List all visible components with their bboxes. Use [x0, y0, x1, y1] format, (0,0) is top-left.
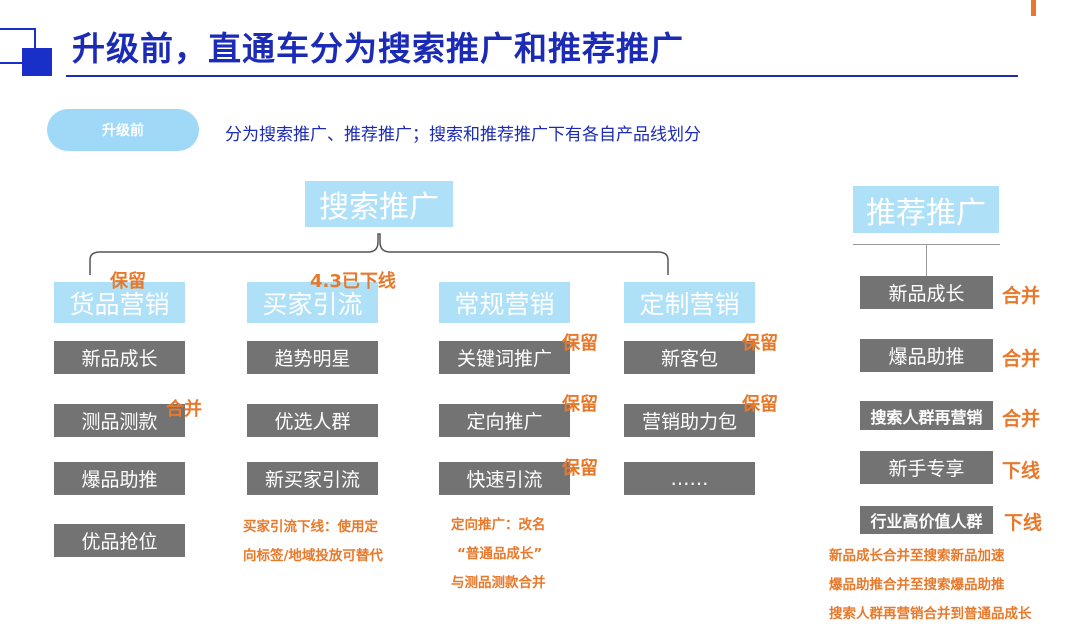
note-buyer-traffic-2: 向标签/地域投放可替代 [243, 548, 383, 564]
tag-keep: 保留 [562, 394, 598, 415]
item-quality-product-position: 优品抢位 [54, 524, 185, 557]
recommend-promotion-title: 推荐推广 [853, 186, 999, 233]
tag-offline: 下线 [1002, 460, 1041, 482]
note-targeted-3: 与测品测款合并 [451, 575, 546, 591]
item-trend-star: 趋势明星 [247, 341, 378, 374]
tag-merge: 合并 [1002, 408, 1041, 430]
corner-square-fill [22, 48, 52, 76]
stage-badge: 升级前 [47, 109, 199, 151]
corner-square-outline [0, 28, 36, 64]
note-targeted-2: “普通品成长” [457, 546, 543, 562]
tag-merge: 合并 [1002, 285, 1041, 307]
tag-keep: 保留 [742, 333, 778, 354]
tag-keep: 保留 [110, 271, 146, 292]
note-targeted-1: 定向推广：改名 [451, 517, 546, 533]
category-buyer-traffic: 买家引流 [247, 282, 378, 323]
rec-item-industry-high-value: 行业高价值人群 [860, 506, 993, 534]
item-new-buyer-traffic: 新买家引流 [247, 462, 378, 495]
item-hot-product-boost: 爆品助推 [54, 462, 185, 495]
category-goods-marketing: 货品营销 [54, 282, 185, 323]
tag-keep: 保留 [742, 394, 778, 415]
category-regular-marketing: 常规营销 [439, 282, 570, 323]
page-title: 升级前，直通车分为搜索推广和推荐推广 [72, 29, 684, 68]
subtitle: 分为搜索推广、推荐推广；搜索和推荐推广下有各自产品线划分 [225, 125, 701, 145]
tag-keep: 保留 [562, 333, 598, 354]
item-new-product-growth: 新品成长 [54, 341, 185, 374]
rec-note-3: 搜索人群再营销合并到普通品成长 [829, 606, 1032, 622]
item-quick-traffic: 快速引流 [439, 462, 570, 495]
tag-offline: 4.3已下线 [310, 271, 396, 292]
rec-item-new-product-growth: 新品成长 [860, 276, 993, 309]
rec-item-search-retargeting: 搜索人群再营销 [860, 401, 993, 430]
tag-merge: 合并 [166, 399, 202, 420]
tag-offline: 下线 [1004, 512, 1043, 534]
category-custom-marketing: 定制营销 [624, 282, 755, 323]
rec-item-newbie-exclusive: 新手专享 [860, 451, 993, 484]
recommend-connector [926, 244, 927, 276]
item-marketing-boost-pack: 营销助力包 [624, 404, 755, 437]
accent-bar [1031, 0, 1036, 16]
item-keyword-promotion: 关键词推广 [439, 341, 570, 374]
title-rule [66, 75, 1018, 77]
rec-note-2: 爆品助推合并至搜索爆品助推 [829, 577, 1005, 593]
rec-note-1: 新品成长合并至搜索新品加速 [829, 548, 1005, 564]
rec-item-hot-product-boost: 爆品助推 [860, 339, 993, 372]
item-targeted-promotion: 定向推广 [439, 404, 570, 437]
item-more: …… [624, 462, 755, 495]
tag-keep: 保留 [562, 458, 598, 479]
item-new-customer-pack: 新客包 [624, 341, 755, 374]
branch-brace [89, 233, 669, 275]
note-buyer-traffic-1: 买家引流下线：使用定 [243, 519, 378, 535]
search-promotion-title: 搜索推广 [305, 181, 453, 227]
tag-merge: 合并 [1002, 348, 1041, 370]
item-product-testing: 测品测款 [54, 404, 185, 437]
item-preferred-audience: 优选人群 [247, 404, 378, 437]
